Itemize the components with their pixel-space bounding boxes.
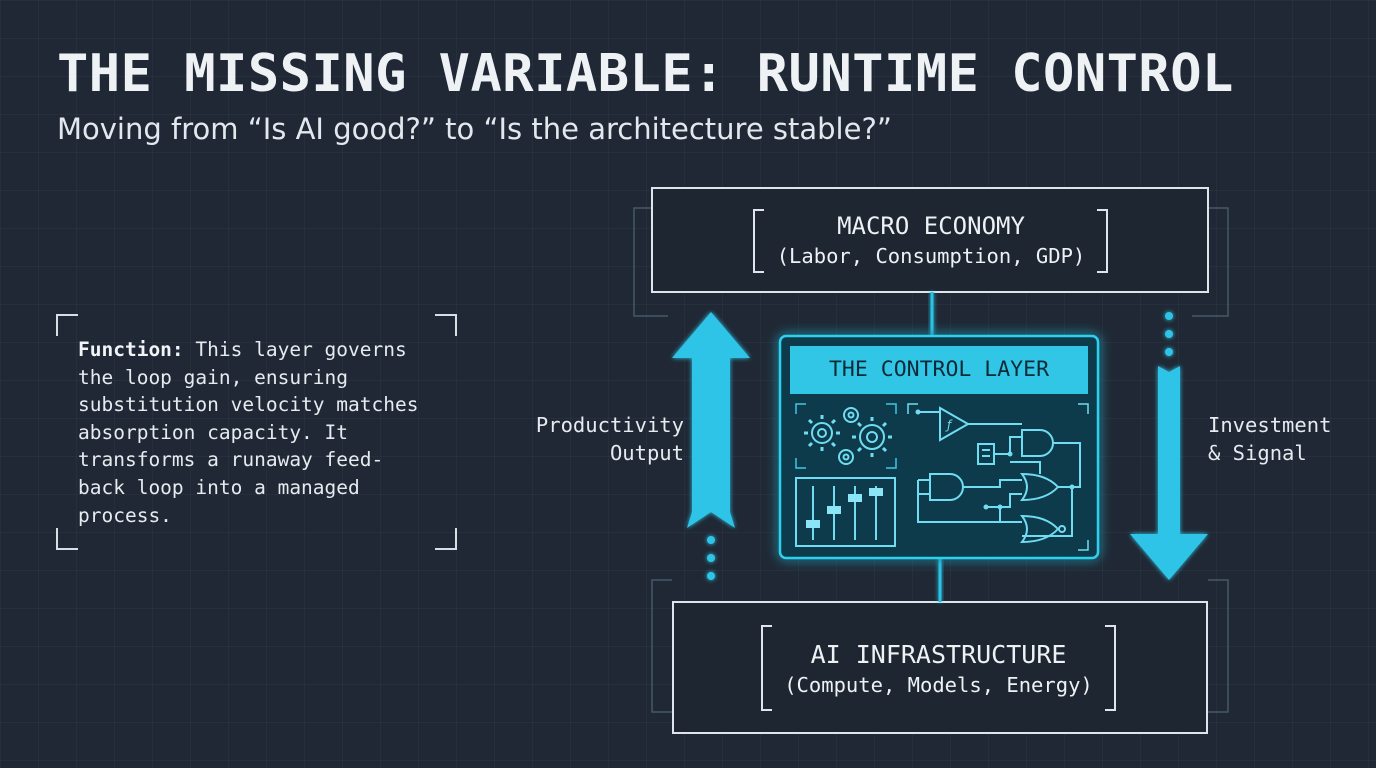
gears-icon [804,407,892,465]
down-arrow-icon [1130,312,1208,580]
ai-infrastructure-box [672,601,1208,734]
page-subtitle: Moving from “Is AI good?” to “Is the arc… [57,112,892,146]
ai-infrastructure-title: AI INFRASTRUCTURE [810,640,1067,669]
bracket-right [1097,209,1108,273]
bracket-corner [435,528,457,550]
bracket-left [753,209,764,273]
function-symbol: ƒ [945,418,953,432]
function-note-text: Function: This layer governs the loop ga… [78,336,450,529]
investment-signal-label: Investment & Signal [1208,413,1332,465]
bracket-corner [56,314,78,336]
page-title: THE MISSING VARIABLE: RUNTIME CONTROL [57,44,1234,104]
control-layer-title-bar [790,346,1088,394]
sliders-icon [795,477,896,547]
bracket-left [761,625,772,711]
bracket-right [1105,625,1116,711]
productivity-output-label: Productivity Output [535,413,684,465]
control-layer-title: THE CONTROL LAYER [828,357,1050,382]
ai-infrastructure-detail: (Compute, Models, Energy) [784,673,1093,697]
loop-frame-lines [633,207,1229,713]
control-connectors [930,292,942,602]
macro-economy-title: MACRO ECONOMY [837,212,1025,240]
control-layer-panel: ƒ [778,334,1100,560]
macro-economy-box [651,187,1209,293]
function-note-heading: Function: [78,338,184,361]
function-note-body: This layer governs the loop gain, ensuri… [78,338,419,527]
bracket-corner [435,314,457,336]
function-note: Function: This layer governs the loop ga… [56,314,457,550]
bracket-corner [56,528,78,550]
up-arrow-icon [672,312,750,580]
macro-economy-detail: (Labor, Consumption, GDP) [776,244,1086,268]
